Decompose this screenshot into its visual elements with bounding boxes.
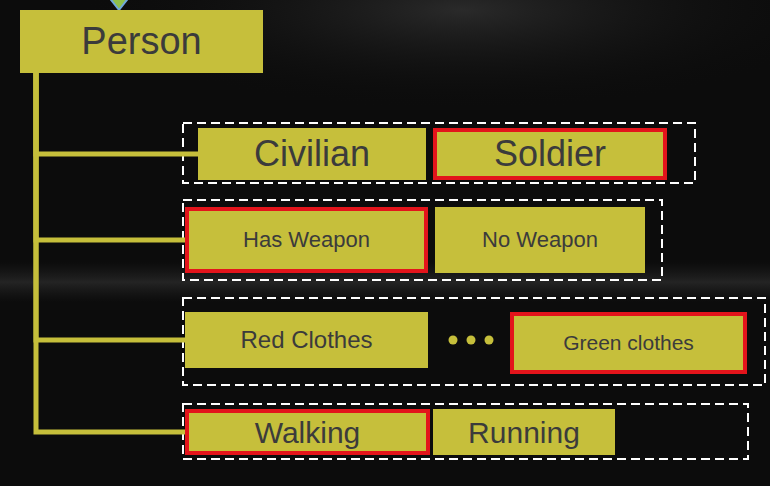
node-label: Civilian <box>254 134 370 174</box>
tree-branch <box>36 73 198 154</box>
attribute-box: Red Clothes <box>185 312 428 368</box>
group-frame <box>183 123 695 183</box>
selected-attribute-box: Green clothes <box>510 312 747 374</box>
down-arrow <box>108 0 130 10</box>
group-frame <box>183 404 748 459</box>
tree-branch <box>36 73 185 432</box>
node-label: Running <box>468 416 580 449</box>
ellipsis-dot <box>467 336 476 345</box>
node-label: Soldier <box>494 134 606 174</box>
attribute-box: No Weapon <box>435 207 645 273</box>
node-label: No Weapon <box>482 228 598 252</box>
ellipsis-dot <box>485 336 494 345</box>
node-label: Red Clothes <box>240 327 372 353</box>
attribute-box: Civilian <box>198 128 426 180</box>
tree-branch <box>36 73 185 240</box>
node-label: Has Weapon <box>243 228 370 252</box>
backdrop-glow <box>0 0 770 200</box>
node-label: Walking <box>255 416 361 449</box>
selected-attribute-box: Soldier <box>433 128 667 180</box>
attribute-box: Running <box>433 409 615 455</box>
node-label: Person <box>81 21 201 63</box>
tree-branch <box>36 73 185 340</box>
group-frame <box>183 298 765 385</box>
group-frame <box>183 200 662 280</box>
selected-attribute-box: Walking <box>185 409 430 455</box>
root-box: Person <box>20 10 263 73</box>
node-label: Green clothes <box>563 331 694 354</box>
selected-attribute-box: Has Weapon <box>185 207 428 273</box>
ellipsis-dot <box>449 336 458 345</box>
